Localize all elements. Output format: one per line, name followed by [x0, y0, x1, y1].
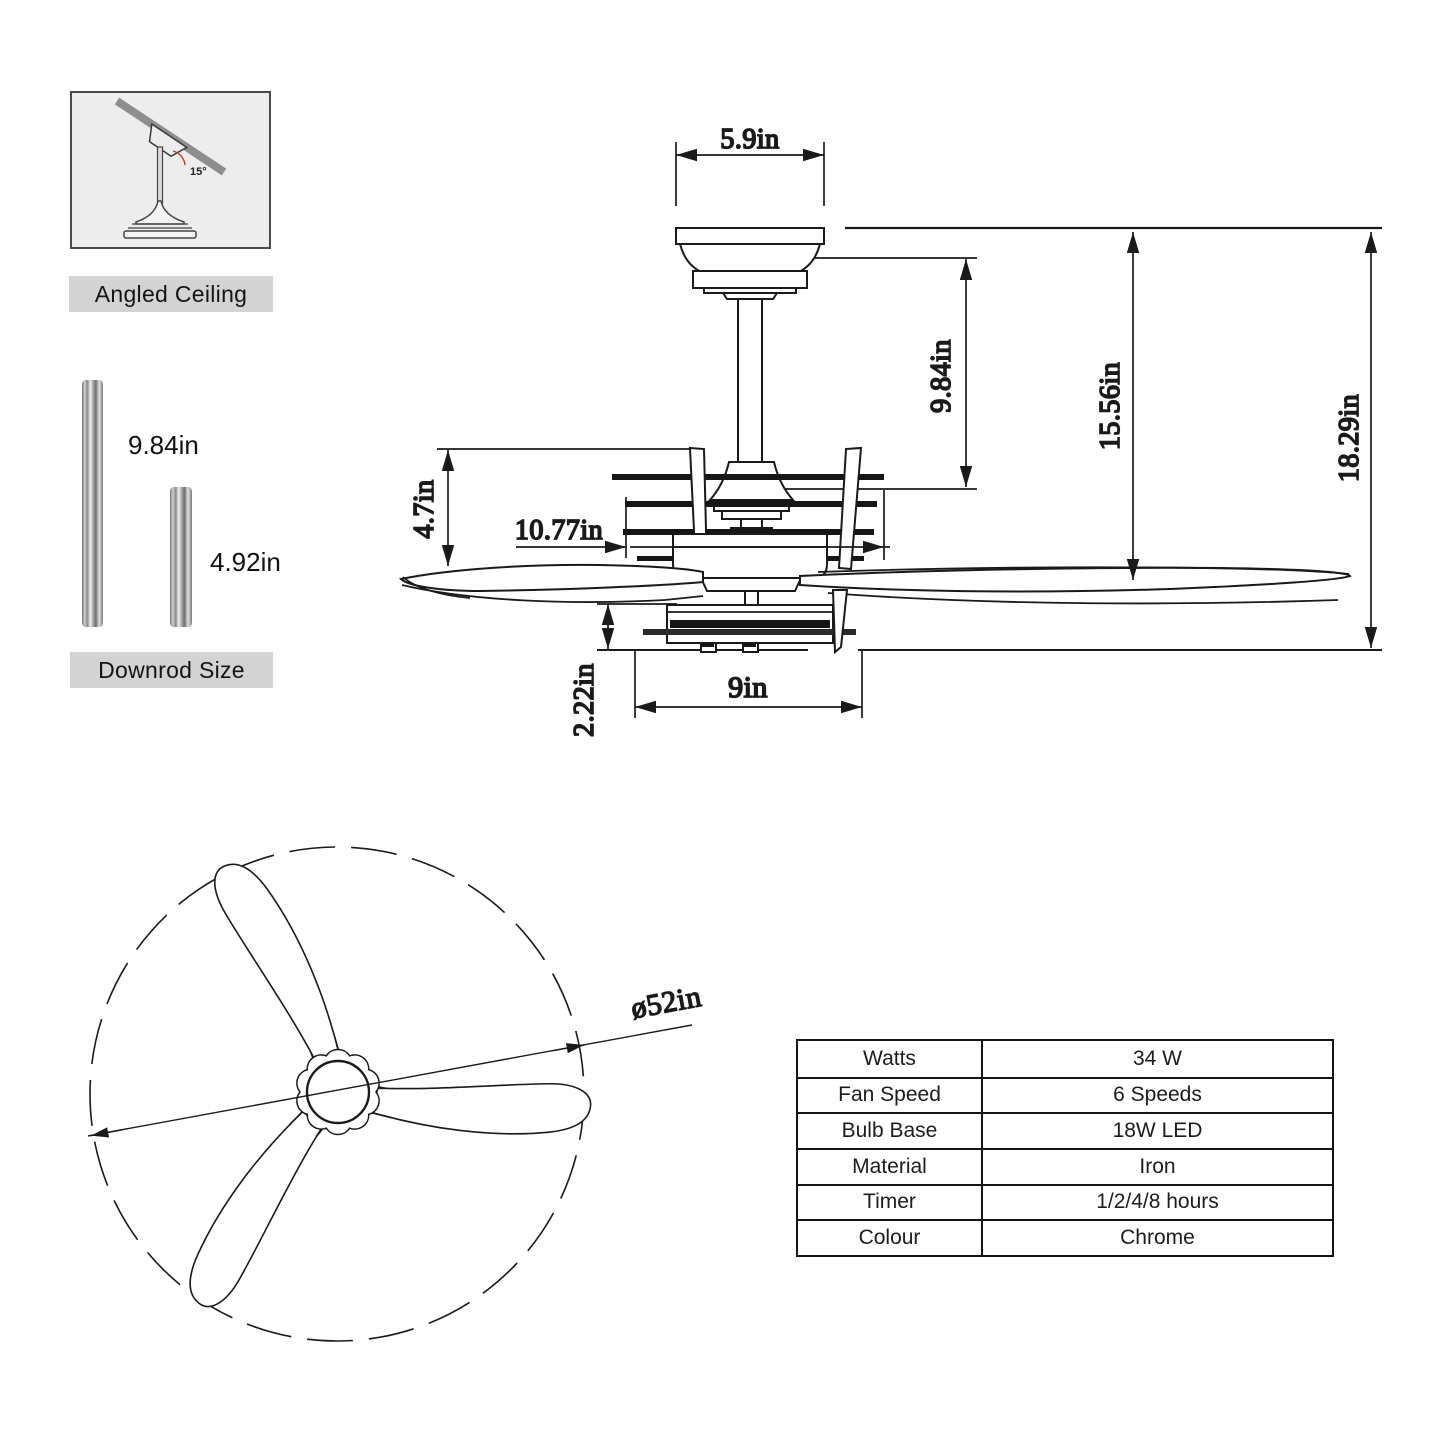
spec-value: 1/2/4/8 hours — [983, 1183, 1332, 1220]
dim-motor-top-height-value: 4.7in — [409, 479, 440, 538]
dim-blade-diameter-value: ø52in — [628, 980, 704, 1025]
dim-motor-width: 10.77in — [514, 490, 890, 560]
hub-inner-circle — [305, 1059, 371, 1125]
light-kit — [643, 589, 856, 655]
dim-light-kit-width: 9in — [634, 651, 863, 718]
spec-label: Material — [798, 1148, 983, 1184]
spec-value: 34 W — [1132, 1046, 1182, 1070]
left-blade — [398, 563, 704, 593]
downrod-size-label: Downrod Size — [70, 652, 273, 688]
dim-light-kit-width-value: 9in — [728, 671, 768, 704]
dim-light-kit-height: 2.22in — [568, 603, 677, 738]
spec-label: Timer — [798, 1183, 983, 1220]
icon-base-rings — [128, 223, 192, 229]
right-blade — [799, 566, 1352, 593]
dim-downrod-length: 9.84in — [925, 259, 973, 487]
angled-canopy — [148, 122, 189, 158]
spec-label: Fan Speed — [798, 1076, 983, 1113]
fan-top — [159, 848, 595, 1315]
spec-value: Iron — [983, 1148, 1332, 1184]
spec-value: 6 Speeds — [983, 1076, 1332, 1113]
spec-label: Bulb Base — [798, 1112, 983, 1148]
spec-value: 18W LED — [983, 1112, 1332, 1148]
top-view-drawing: ø52in — [87, 846, 705, 1342]
dim-height-to-blades: 15.56in — [1094, 232, 1140, 580]
right-winglet — [837, 446, 863, 571]
canopy — [675, 227, 825, 300]
angled-ceiling-panel: 15° — [70, 91, 271, 249]
side-view-drawing — [398, 226, 1382, 655]
angled-ceiling-drawing: 15° — [114, 97, 227, 239]
angle-value: 15° — [190, 166, 207, 178]
dim-total-height: 18.29in — [1333, 232, 1378, 648]
downrod-long — [82, 380, 103, 627]
angle-arc-icon — [172, 150, 186, 166]
icon-base-plate — [123, 230, 197, 239]
spec-table: Watts 34 W Fan Speed 6 Speeds Bulb Base … — [796, 1039, 1334, 1257]
fan-blades-side — [398, 563, 1352, 605]
dim-motor-top-height: 4.7in — [408, 448, 690, 566]
hub-scallop-ring — [296, 1048, 380, 1136]
spec-label: Colour — [798, 1219, 983, 1255]
dim-light-kit-height-value: 2.22in — [569, 663, 600, 737]
downrod-short — [170, 487, 192, 627]
lower-fin — [831, 589, 849, 655]
spec-value: Chrome — [983, 1219, 1332, 1255]
motor-mount — [707, 461, 796, 535]
dimensions: 5.9in 9.84in 15.56in 18.29in 4.7in — [408, 123, 1378, 738]
dim-canopy-width: 5.9in — [675, 123, 825, 206]
downrod-short-length: 4.92in — [210, 547, 281, 577]
dim-height-to-blades-value: 15.56in — [1095, 362, 1126, 450]
downrod-side — [737, 299, 763, 462]
dim-downrod-length-value: 9.84in — [926, 339, 957, 413]
dim-canopy-width-value: 5.9in — [720, 124, 779, 155]
dim-motor-width-value: 10.77in — [515, 515, 603, 546]
spec-label: Watts — [798, 1041, 983, 1077]
dim-total-height-value: 18.29in — [1334, 394, 1365, 482]
downrod-long-length: 9.84in — [128, 430, 199, 460]
angled-ceiling-label: Angled Ceiling — [69, 276, 273, 312]
